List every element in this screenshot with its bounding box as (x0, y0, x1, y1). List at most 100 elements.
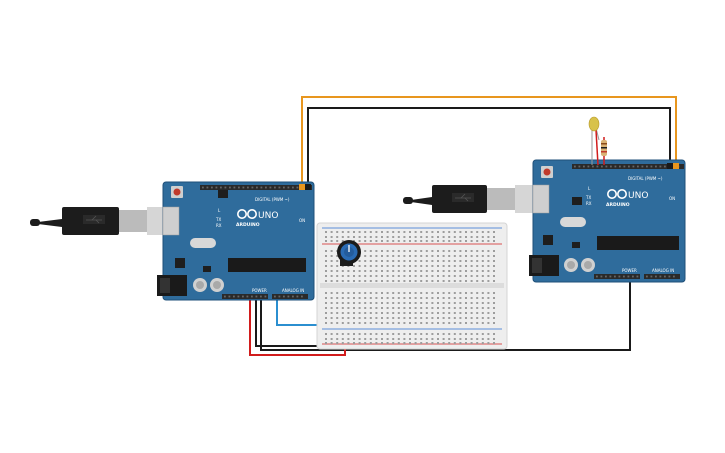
breadboard-hole (481, 292, 484, 294)
breadboard-hole (442, 292, 445, 294)
breadboard-hole (341, 292, 344, 294)
breadboard-hole (481, 280, 484, 282)
breadboard-hole (347, 338, 350, 340)
breadboard-hole (425, 231, 428, 233)
breadboard-hole (375, 270, 378, 272)
breadboard-hole (476, 250, 479, 252)
breadboard-hole (375, 312, 378, 314)
breadboard-hole (453, 302, 456, 304)
resistor-icon[interactable] (601, 140, 607, 156)
breadboard-hole (465, 280, 467, 282)
breadboard-hole (341, 338, 344, 340)
breadboard-hole (476, 317, 479, 319)
breadboard-hole (442, 260, 445, 262)
breadboard-hole (431, 275, 434, 277)
potentiometer-icon[interactable] (337, 240, 361, 266)
breadboard-hole (448, 236, 451, 238)
breadboard-hole (403, 312, 406, 314)
breadboard-hole (414, 240, 417, 242)
breadboard-hole (431, 333, 434, 335)
header-pin (228, 295, 231, 298)
header-pin (287, 186, 290, 189)
header-pin (637, 165, 639, 168)
breadboard-hole (459, 240, 462, 242)
breadboard-hole (341, 240, 344, 242)
breadboard-hole (437, 292, 439, 294)
header-pin (206, 186, 209, 189)
breadboard-hole (409, 322, 411, 324)
led-icon[interactable] (588, 116, 600, 132)
breadboard-hole (375, 260, 378, 262)
breadboard-hole (369, 231, 372, 233)
wire-black-top[interactable] (307, 107, 671, 187)
breadboard-hole (470, 322, 473, 324)
breadboard-hole (403, 270, 406, 272)
breadboard-hole (420, 322, 423, 324)
header-pin (619, 165, 621, 168)
breadboard-hole (493, 307, 495, 309)
breadboard-hole (409, 236, 411, 238)
breadboard-hole (487, 297, 490, 299)
breadboard-hole (459, 342, 462, 344)
breadboard-hole (397, 322, 400, 324)
led-resistor-assembly[interactable] (588, 116, 607, 166)
breadboard-hole (341, 342, 344, 344)
usb-cable-right[interactable] (403, 185, 534, 213)
breadboard-hole (414, 236, 417, 238)
breadboard-hole (375, 240, 378, 242)
breadboard-hole (358, 312, 361, 314)
breadboard-hole (347, 302, 350, 304)
breadboard-hole (364, 297, 367, 299)
breadboard-hole (476, 255, 479, 257)
arduino-board-left[interactable]: UNO ARDUINO DIGITAL (PWM ~) POWER ANALOG… (157, 181, 315, 301)
breadboard-hole (476, 338, 479, 340)
breadboard-hole (347, 270, 350, 272)
wire-black-bottom[interactable] (260, 282, 631, 351)
breadboard-hole (364, 255, 367, 257)
breadboard-hole (353, 338, 355, 340)
breadboard-hole (386, 333, 389, 335)
breadboard-hole (336, 280, 339, 282)
breadboard-hole (386, 260, 389, 262)
breadboard-hole (386, 250, 389, 252)
breadboard-hole (459, 338, 462, 340)
header-pin (283, 295, 285, 298)
wire-orange-top[interactable] (301, 96, 677, 187)
breadboard-hole (465, 307, 467, 309)
breadboard-hole (336, 317, 339, 319)
breadboard-hole (358, 317, 361, 319)
breadboard-hole (481, 312, 484, 314)
breadboard-hole (386, 297, 389, 299)
header-pin (229, 186, 231, 189)
breadboard-hole (442, 275, 445, 277)
breadboard-hole (476, 275, 479, 277)
usb-cable-left[interactable] (30, 207, 166, 235)
breadboard-hole (341, 317, 344, 319)
breadboard-hole (392, 297, 395, 299)
breadboard-hole (375, 307, 378, 309)
breadboard-hole (330, 255, 333, 257)
breadboard-hole (358, 231, 361, 233)
arduino-board-right[interactable]: UNO ARDUINO DIGITAL (PWM ~) POWER ANALOG… (529, 159, 686, 283)
breadboard-hole (375, 322, 378, 324)
breadboard-hole (336, 312, 339, 314)
breadboard-hole (437, 236, 439, 238)
breadboard-hole (392, 231, 395, 233)
breadboard-hole (397, 270, 400, 272)
breadboard-hole (448, 333, 451, 335)
breadboard-hole (448, 302, 451, 304)
breadboard-hole (341, 297, 344, 299)
breadboard-hole (465, 322, 467, 324)
breadboard-hole (414, 275, 417, 277)
analog-label: ANALOG IN (282, 288, 304, 293)
breadboard-hole (403, 333, 406, 335)
breadboard-hole (453, 312, 456, 314)
breadboard-hole (448, 342, 451, 344)
breadboard-hole (397, 275, 400, 277)
breadboard-hole (364, 265, 367, 267)
wire-end-black (667, 163, 673, 169)
breadboard-hole (487, 260, 490, 262)
breadboard-hole (493, 317, 495, 319)
breadboard-hole (493, 260, 495, 262)
